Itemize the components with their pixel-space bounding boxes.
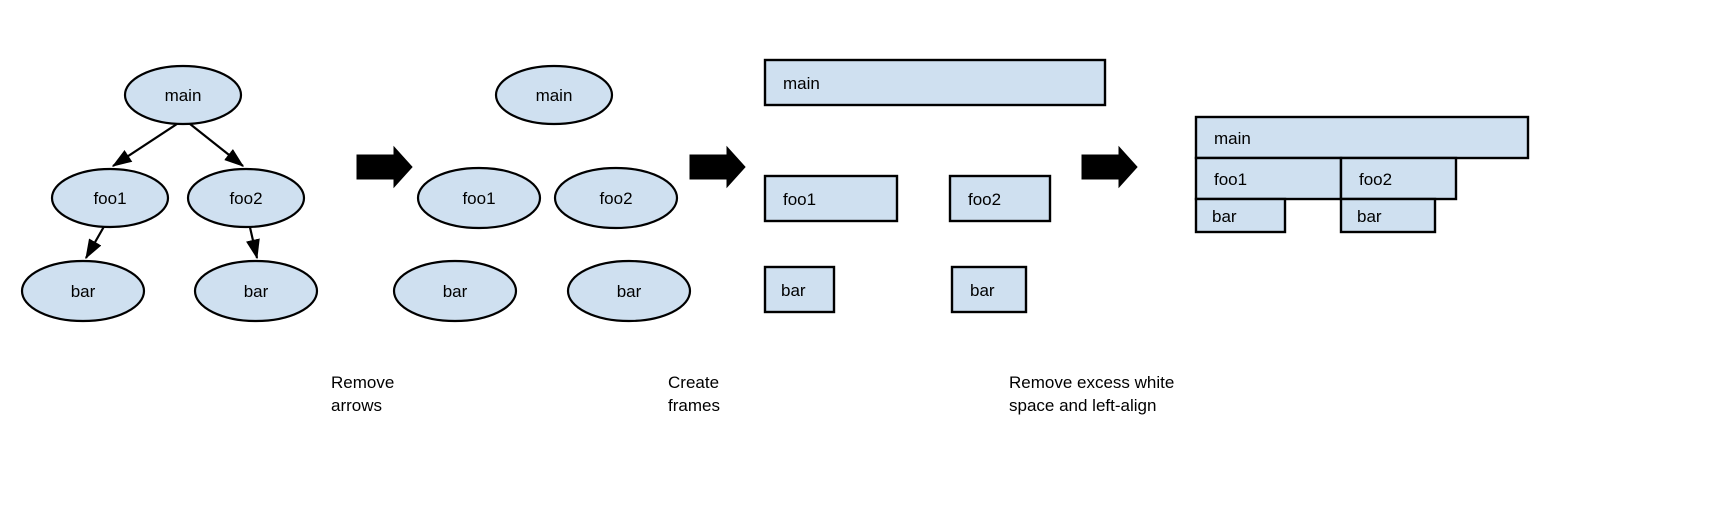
- frame-bar-right[interactable]: bar: [950, 265, 1028, 314]
- node-bar-left[interactable]: bar: [20, 259, 146, 323]
- caption-line-1: Remove: [331, 373, 394, 392]
- node-bar-right[interactable]: bar: [193, 259, 319, 323]
- frame-label: foo2: [968, 190, 1001, 209]
- node-shape-ellipse: [20, 259, 146, 323]
- frame-bar-left[interactable]: bar: [1194, 197, 1287, 234]
- node-bar-right[interactable]: bar: [566, 259, 692, 323]
- node-label: main: [165, 86, 202, 105]
- node-label: bar: [71, 282, 96, 301]
- node-shape-ellipse: [566, 259, 692, 323]
- node-shape-ellipse: [392, 259, 518, 323]
- node-label: bar: [244, 282, 269, 301]
- edge-foo1-to-bar: [85, 222, 107, 260]
- caption-remove-arrows: Remove arrows: [331, 373, 394, 415]
- node-label: foo1: [93, 189, 126, 208]
- node-bar-left[interactable]: bar: [392, 259, 518, 323]
- frame-shape-rect: [950, 265, 1028, 314]
- frame-bar-left[interactable]: bar: [763, 265, 836, 314]
- frame-shape-rect: [1339, 197, 1437, 234]
- frame-foo1[interactable]: foo1: [1194, 156, 1343, 201]
- frame-main[interactable]: main: [1194, 115, 1530, 160]
- frame-foo2[interactable]: foo2: [1339, 156, 1458, 201]
- frame-foo1[interactable]: foo1: [763, 174, 899, 223]
- caption-line-2: space and left-align: [1009, 396, 1156, 415]
- right-arrow-icon: [689, 145, 746, 189]
- node-main[interactable]: main: [494, 64, 614, 126]
- frame-shape-rect: [763, 174, 899, 223]
- node-label: main: [536, 86, 573, 105]
- frame-label: foo2: [1359, 170, 1392, 189]
- node-shape-ellipse: [50, 167, 170, 229]
- frame-shape-rect: [948, 174, 1052, 223]
- frame-shape-rect: [1339, 156, 1458, 201]
- frame-label: bar: [1212, 207, 1237, 226]
- panel-compact: main foo1 foo2 bar bar: [1194, 115, 1530, 234]
- frame-shape-rect: [1194, 197, 1287, 234]
- node-shape-ellipse: [416, 166, 542, 230]
- node-label: foo2: [229, 189, 262, 208]
- transition-arrow-1-icon: [356, 145, 413, 189]
- caption-line-1: Create: [668, 373, 719, 392]
- node-shape-ellipse: [123, 64, 243, 126]
- panel-frames: main foo1 foo2 bar bar: [763, 58, 1107, 314]
- edge-main-to-foo2: [184, 119, 245, 167]
- node-foo2[interactable]: foo2: [553, 166, 679, 230]
- caption-line-1: Remove excess white: [1009, 373, 1174, 392]
- frame-label: foo1: [783, 190, 816, 209]
- node-shape-ellipse: [193, 259, 319, 323]
- frame-main[interactable]: main: [763, 58, 1107, 107]
- frame-label: main: [783, 74, 820, 93]
- right-arrow-icon: [356, 145, 413, 189]
- node-shape-ellipse: [186, 167, 306, 229]
- caption-line-2: frames: [668, 396, 720, 415]
- caption-line-2: arrows: [331, 396, 382, 415]
- panel-tree-no-arrows: main foo1 foo2 bar bar: [392, 64, 692, 323]
- edge-group: [85, 119, 260, 260]
- caption-remove-whitespace: Remove excess white space and left-align: [1009, 373, 1174, 415]
- right-arrow-icon: [1081, 145, 1138, 189]
- frame-bar-right[interactable]: bar: [1339, 197, 1437, 234]
- edge-main-to-foo1: [111, 119, 184, 167]
- frame-shape-rect: [763, 58, 1107, 107]
- transition-arrow-3-icon: [1081, 145, 1138, 189]
- node-foo1[interactable]: foo1: [50, 167, 170, 229]
- node-label: foo1: [462, 189, 495, 208]
- frame-label: bar: [781, 281, 806, 300]
- frame-label: bar: [1357, 207, 1382, 226]
- node-label: foo2: [599, 189, 632, 208]
- node-label: bar: [443, 282, 468, 301]
- frame-label: foo1: [1214, 170, 1247, 189]
- node-foo2[interactable]: foo2: [186, 167, 306, 229]
- frame-foo2[interactable]: foo2: [948, 174, 1052, 223]
- node-shape-ellipse: [553, 166, 679, 230]
- frame-shape-rect: [763, 265, 836, 314]
- caption-create-frames: Create frames: [668, 373, 720, 415]
- frame-label: bar: [970, 281, 995, 300]
- node-shape-ellipse: [494, 64, 614, 126]
- node-foo1[interactable]: foo1: [416, 166, 542, 230]
- panel-tree-with-arrows: main foo1 foo2 bar bar: [20, 64, 319, 323]
- frame-label: main: [1214, 129, 1251, 148]
- node-main[interactable]: main: [123, 64, 243, 126]
- node-label: bar: [617, 282, 642, 301]
- transition-arrow-2-icon: [689, 145, 746, 189]
- edge-foo2-to-bar: [246, 222, 260, 260]
